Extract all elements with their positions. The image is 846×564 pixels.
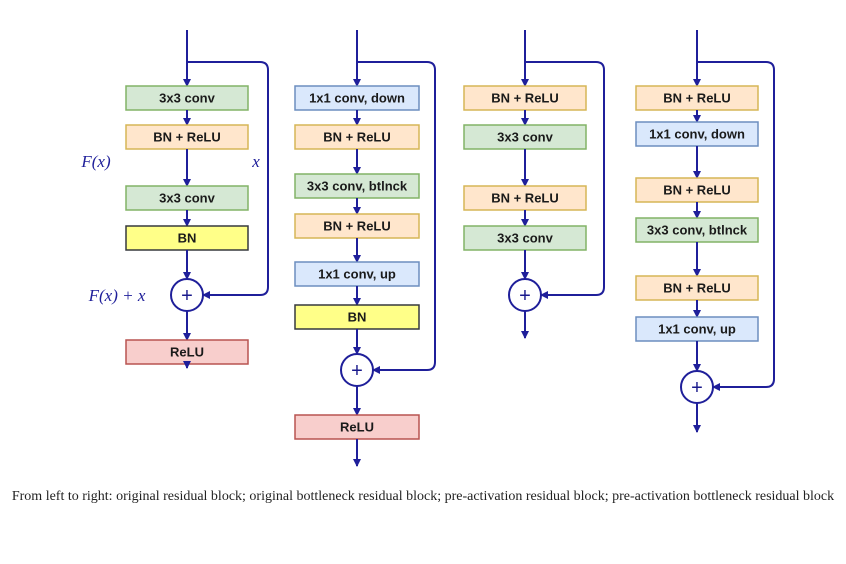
pre-activation-residual-block: BN + ReLU 3x3 conv BN + ReLU 3x3 conv + [463, 30, 605, 339]
layer-label: BN + ReLU [663, 183, 731, 198]
layer-box-conv: 3x3 conv [125, 185, 249, 211]
layer-label: BN [348, 310, 367, 325]
plus-icon: + [181, 285, 193, 307]
layer-label: 3x3 conv [497, 231, 553, 246]
layer-rect [635, 217, 759, 243]
plus-icon: + [519, 285, 531, 307]
identity-label: x [251, 152, 260, 171]
layer-label: 3x3 conv [159, 191, 215, 206]
layer-rect [635, 275, 759, 301]
layer-rect [294, 304, 420, 330]
layer-label: 1x1 conv, up [658, 322, 736, 337]
layer-box-bnrelu: BN + ReLU [463, 185, 587, 211]
layer-label: BN + ReLU [491, 191, 559, 206]
layer-label: BN + ReLU [323, 219, 391, 234]
layer-box-bnrelu: BN + ReLU [635, 85, 759, 111]
figure-caption: From left to right: original residual bl… [11, 489, 835, 504]
layer-box-one: 1x1 conv, up [294, 261, 420, 287]
layer-rect [635, 316, 759, 342]
addition-node: + [170, 278, 204, 312]
layer-label: 1x1 conv, up [318, 267, 396, 282]
skip-connection-arrow [697, 61, 775, 391]
layer-box-one: 1x1 conv, up [635, 316, 759, 342]
layer-box-bn: BN [294, 304, 420, 330]
layer-label: 3x3 conv, btlnck [307, 179, 408, 194]
layer-label: 1x1 conv, down [649, 127, 745, 142]
layer-label: 3x3 conv [497, 130, 553, 145]
layer-box-bnrelu: BN + ReLU [294, 124, 420, 150]
residual-function-label: F(x) [80, 152, 111, 171]
layer-box-bnrelu: BN + ReLU [635, 275, 759, 301]
layer-box-relu: ReLU [294, 414, 420, 440]
layer-box-conv: 3x3 conv, btlnck [635, 217, 759, 243]
layer-box-conv: 3x3 conv [125, 85, 249, 111]
layer-box-one: 1x1 conv, down [635, 121, 759, 147]
layer-rect [125, 124, 249, 150]
layer-box-one: 1x1 conv, down [294, 85, 420, 111]
layer-label: BN [178, 231, 197, 246]
layer-label: ReLU [340, 420, 374, 435]
plus-icon: + [691, 377, 703, 399]
layer-label: BN + ReLU [663, 281, 731, 296]
layer-rect [294, 124, 420, 150]
plus-icon: + [351, 360, 363, 382]
layer-rect [294, 213, 420, 239]
layer-box-conv: 3x3 conv [463, 124, 587, 150]
layer-box-bnrelu: BN + ReLU [125, 124, 249, 150]
layer-box-bnrelu: BN + ReLU [294, 213, 420, 239]
layer-label: 3x3 conv, btlnck [647, 223, 748, 238]
skip-connection-arrow [525, 61, 605, 299]
addition-node: + [680, 370, 714, 404]
layer-rect [125, 85, 249, 111]
layer-rect [463, 85, 587, 111]
layer-label: BN + ReLU [323, 130, 391, 145]
layer-box-bnrelu: BN + ReLU [635, 177, 759, 203]
addition-node: + [508, 278, 542, 312]
layer-rect [125, 185, 249, 211]
layer-box-conv: 3x3 conv [463, 225, 587, 251]
layer-rect [463, 185, 587, 211]
pre-activation-bottleneck-residual-block: BN + ReLU 1x1 conv, down BN + ReLU 3x3 conv… [635, 30, 775, 433]
layer-label: BN + ReLU [153, 130, 221, 145]
layer-label: BN + ReLU [663, 91, 731, 106]
layer-label: ReLU [170, 345, 204, 360]
layer-box-bn: BN [125, 225, 249, 251]
addition-node: + [340, 353, 374, 387]
layer-rect [294, 414, 420, 440]
sum-label: F(x) + x [88, 286, 146, 305]
layer-rect [125, 225, 249, 251]
layer-box-bnrelu: BN + ReLU [463, 85, 587, 111]
layer-label: 1x1 conv, down [309, 91, 405, 106]
layer-rect [125, 339, 249, 365]
layer-rect [635, 121, 759, 147]
skip-connection-arrow [187, 61, 269, 299]
layer-box-relu: ReLU [125, 339, 249, 365]
skip-connection-arrow [357, 61, 436, 374]
layer-rect [635, 177, 759, 203]
layer-label: BN + ReLU [491, 91, 559, 106]
layer-box-conv: 3x3 conv, btlnck [294, 173, 420, 199]
layer-label: 3x3 conv [159, 91, 215, 106]
